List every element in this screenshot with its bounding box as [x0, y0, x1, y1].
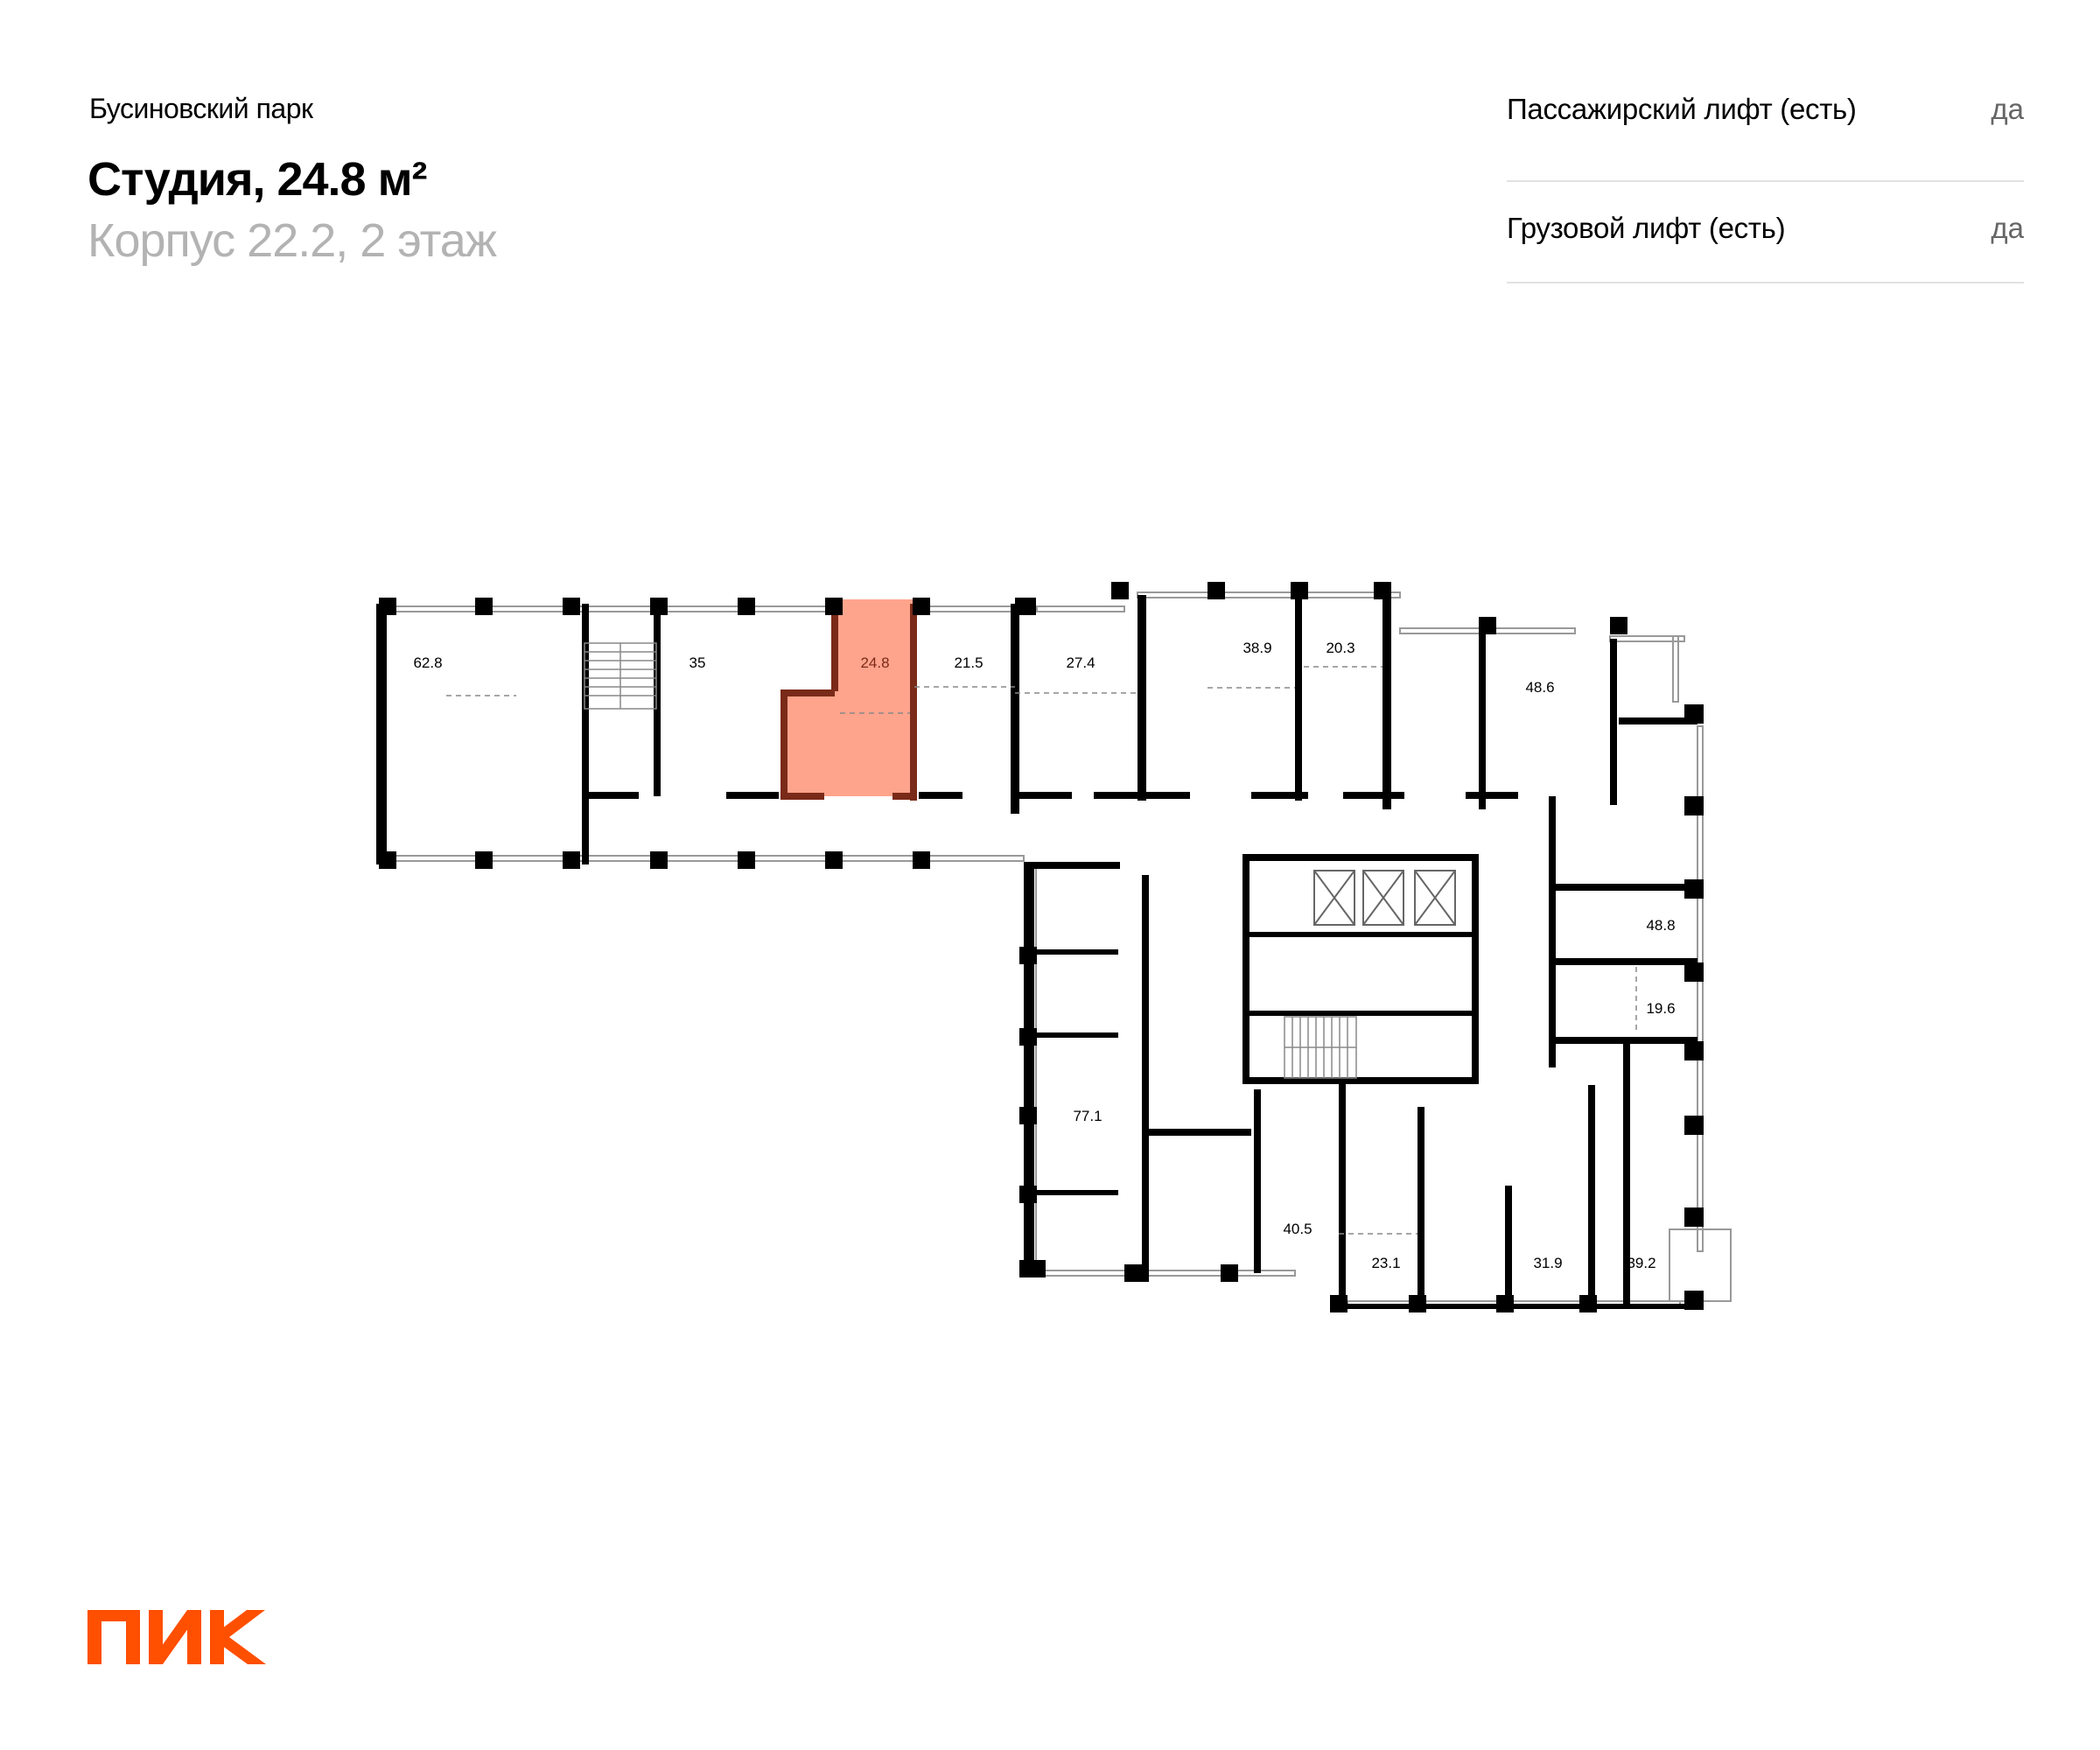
- stairs-icon: [584, 642, 657, 710]
- elevator-icon: [1313, 870, 1456, 926]
- stairs-icon: [1284, 1016, 1357, 1079]
- apt-label-20-3[interactable]: 20.3: [1326, 640, 1354, 656]
- apartment-labels: 62.8 35 24.8 21.5 27.4 38.9 20.3 48.6 48…: [413, 640, 1675, 1271]
- apt-label-31-9[interactable]: 31.9: [1533, 1255, 1562, 1271]
- spec-label: Грузовой лифт (есть): [1507, 212, 1786, 244]
- elevator-core: [584, 642, 1479, 1084]
- apt-label-19-6[interactable]: 19.6: [1646, 1000, 1675, 1017]
- spec-label: Пассажирский лифт (есть): [1507, 93, 1857, 125]
- project-name: Бусиновский парк: [89, 93, 313, 124]
- spec-row-passenger-lift: Пассажирский лифт (есть) да: [1507, 80, 2024, 182]
- spec-value: да: [1991, 93, 2024, 125]
- walls: [376, 582, 1704, 1312]
- apt-label-24-8-selected[interactable]: 24.8: [860, 654, 889, 671]
- apt-label-40-5[interactable]: 40.5: [1283, 1221, 1312, 1237]
- specs-list: Пассажирский лифт (есть) да Грузовой лиф…: [1507, 80, 2024, 284]
- spec-row-freight-lift: Грузовой лифт (есть) да: [1507, 182, 2024, 284]
- zone-lines: [446, 666, 1637, 1235]
- apt-label-48-8[interactable]: 48.8: [1646, 917, 1675, 934]
- apt-label-23-1[interactable]: 23.1: [1371, 1255, 1400, 1271]
- apt-label-38-9[interactable]: 38.9: [1242, 640, 1271, 656]
- apt-label-62-8[interactable]: 62.8: [413, 654, 442, 671]
- spec-value: да: [1991, 212, 2024, 244]
- apartment-title: Студия, 24.8 м²: [88, 153, 427, 206]
- pik-logo: [88, 1610, 266, 1664]
- building-floor: Корпус 22.2, 2 этаж: [88, 214, 497, 267]
- apt-label-35[interactable]: 35: [690, 654, 706, 671]
- apt-label-77-1[interactable]: 77.1: [1073, 1108, 1102, 1124]
- apt-label-39-2[interactable]: 39.2: [1627, 1255, 1656, 1271]
- selected-apartment[interactable]: [783, 599, 914, 796]
- apt-label-48-6[interactable]: 48.6: [1525, 679, 1554, 696]
- apt-label-27-4[interactable]: 27.4: [1066, 654, 1095, 671]
- apt-label-21-5[interactable]: 21.5: [954, 654, 983, 671]
